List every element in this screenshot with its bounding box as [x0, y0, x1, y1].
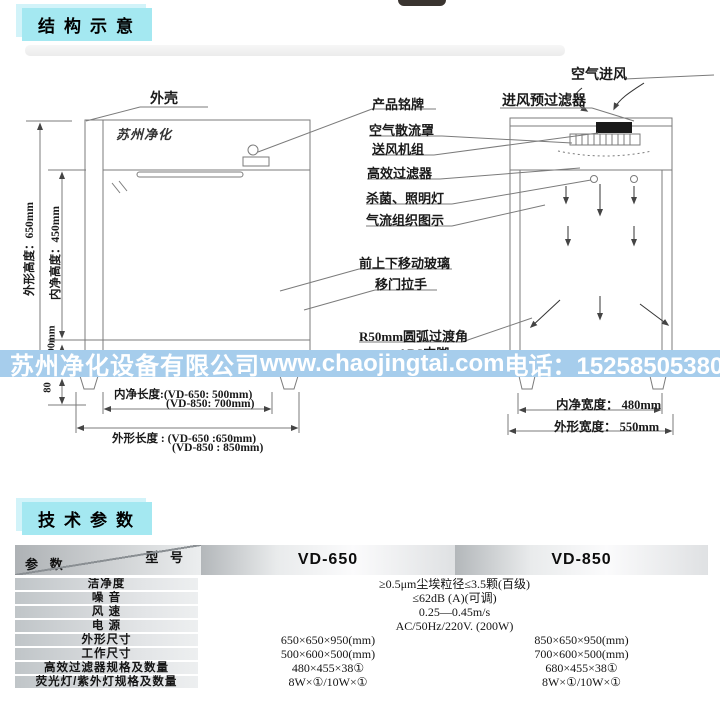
- callout-air-diffuser: 空气散流罩: [369, 123, 435, 138]
- column-header-vd650: VD-650: [201, 545, 455, 578]
- brand-mark: 苏州净化: [116, 127, 173, 142]
- leader-lines: [85, 74, 715, 343]
- column-header-vd850: VD-850: [455, 545, 708, 578]
- section-title-params: 技术参数: [22, 502, 152, 535]
- airflow-arrow-icons: [529, 82, 670, 329]
- corner-param-label: 参 数: [25, 557, 67, 572]
- row-value-lamp-spec-vd850: 8W×①/10W×①: [455, 676, 708, 690]
- callout-sliding-glass: 前上下移动玻璃: [359, 256, 451, 271]
- watermark-phone: 电话：15258505380: [504, 353, 720, 380]
- dim-inner-length-650: 内净长度:(VD-650: 500mm): [114, 389, 253, 401]
- row-value-noise-text: ≤62dB (A)(可调): [412, 591, 497, 605]
- row-value-outer-size-vd650: 650×650×950(mm): [201, 634, 455, 648]
- section-title-structure: 结构示意: [22, 8, 152, 41]
- corner-model-label: 型 号: [145, 550, 187, 565]
- row-value-wind-speed-text: 0.25—0.45m/s: [418, 605, 491, 619]
- row-value-outer-size-vd850: 850×650×950(mm): [455, 634, 708, 648]
- callout-airflow-diagram: 气流组织图示: [366, 213, 445, 228]
- dim-inner-height: 内净高度：450mm: [50, 206, 62, 300]
- structure-diagram: 外壳 苏州净化 产品铭牌 空气散流罩 送风机组 高效过滤器 杀菌、照明灯 气流组…: [24, 68, 715, 454]
- row-label-lamp-spec: 荧光灯/紫外灯规格及数量: [15, 676, 201, 690]
- callout-uv-light: 杀菌、照明灯: [366, 191, 445, 206]
- row-label-hepa-spec: 高效过滤器规格及数量: [15, 662, 201, 676]
- row-label-power: 电 源: [15, 620, 201, 634]
- label-prefilter: 进风预过滤器: [502, 94, 586, 109]
- photo-edge-sliver: [398, 0, 446, 6]
- callout-door-handle: 移门拉手: [375, 277, 428, 292]
- row-value-hepa-spec-vd650: 480×455×38①: [201, 662, 455, 676]
- row-label-outer-size: 外形尺寸: [15, 634, 201, 648]
- callout-nameplate: 产品铭牌: [372, 97, 425, 112]
- row-label-wind-speed: 风 速: [15, 606, 201, 620]
- row-value-power: AC/50Hz/220V. (200W): [201, 620, 708, 634]
- dim-outer-width: 外形宽度： 550mm: [554, 420, 660, 434]
- callout-hepa-filter: 高效过滤器: [367, 166, 433, 181]
- watermark-band: 苏州净化设备有限公司 www.chaojingtai.com 电话：152585…: [0, 349, 720, 380]
- row-value-power-text: AC/50Hz/220V. (200W): [395, 619, 514, 633]
- callout-fan-unit: 送风机组: [372, 142, 425, 157]
- watermark-company: 苏州净化设备有限公司: [10, 353, 260, 380]
- row-value-cleanliness-text: ≥0.5μm尘埃粒径≤3.5颗(百级): [379, 577, 530, 591]
- parameters-table: 型 号 参 数 VD-650 VD-850 洁净度 ≥0.5μm尘埃粒径≤3.5…: [15, 545, 708, 690]
- row-label-cleanliness: 洁净度: [15, 578, 201, 592]
- table-corner-cell: 型 号 参 数: [15, 545, 201, 578]
- row-value-wind-speed: 0.25—0.45m/s: [201, 606, 708, 620]
- row-value-work-size-vd850: 700×600×500(mm): [455, 648, 708, 662]
- dimension-lines: [26, 120, 674, 435]
- row-value-hepa-spec-vd850: 680×455×38①: [455, 662, 708, 676]
- callout-r50-corner: R50mm圆弧过渡角: [359, 329, 469, 344]
- row-label-noise: 噪 音: [15, 592, 201, 606]
- row-value-work-size-vd650: 500×600×500(mm): [201, 648, 455, 662]
- dim-inner-width: 内净宽度： 480mm: [556, 398, 662, 412]
- dim-outer-height: 外形高度：650mm: [24, 202, 36, 296]
- row-value-lamp-spec-vd650: 8W×①/10W×①: [201, 676, 455, 690]
- watermark-website: www.chaojingtai.com: [260, 349, 505, 377]
- label-outer-shell: 外壳: [150, 92, 178, 107]
- label-air-inlet: 空气进风: [571, 68, 627, 83]
- divider-strip: [25, 45, 565, 56]
- dim-inner-length-850: (VD-850: 700mm): [166, 398, 255, 410]
- row-value-cleanliness: ≥0.5μm尘埃粒径≤3.5颗(百级): [201, 578, 708, 592]
- row-label-work-size: 工作尺寸: [15, 648, 201, 662]
- row-value-noise: ≤62dB (A)(可调): [201, 592, 708, 606]
- dim-outer-length-850: (VD-850 : 850mm): [172, 442, 264, 454]
- dim-outer-length-650: 外形长度 : (VD-650 :650mm): [112, 433, 257, 445]
